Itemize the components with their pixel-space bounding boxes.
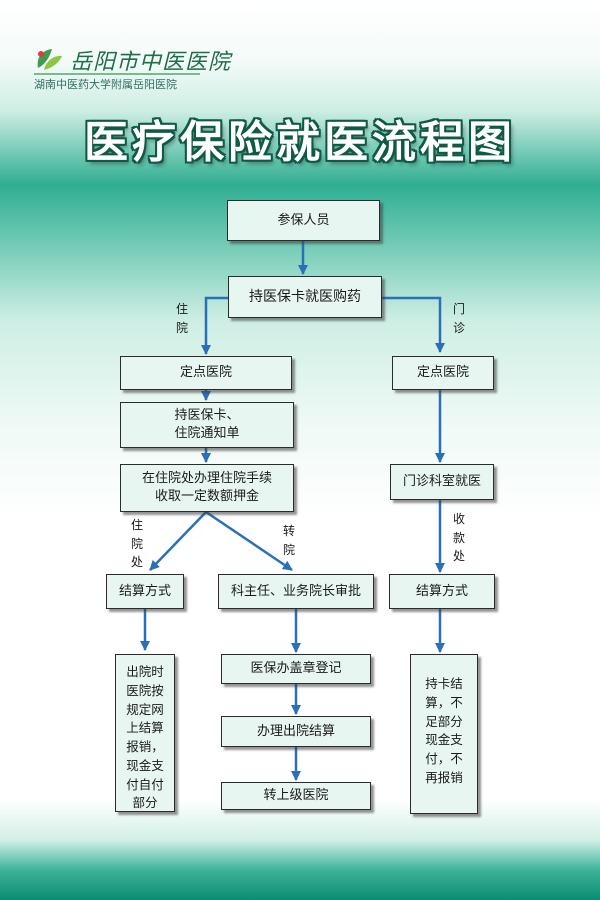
label-transfer: 转 院 <box>283 524 296 557</box>
node-card-settlement: 持卡结 算，不 足部分 现金支 付，不 再报销 <box>410 654 478 814</box>
label-outpatient-branch: 门 诊 <box>453 302 466 335</box>
arrow-card-to-inpatient <box>201 296 228 355</box>
logo-divider <box>34 73 200 75</box>
logo-name: 岳阳市中医医院 <box>70 50 232 75</box>
node-designated-hospital-outpatient: 定点医院 <box>392 356 494 390</box>
node-settlement-outpatient: 结算方式 <box>389 574 495 609</box>
node-admission-deposit: 在住院处办理住院手续 收取一定数额押金 <box>120 464 294 512</box>
label-inpatient-office: 住 院 处 <box>131 518 144 570</box>
hospital-logo: 岳阳市中医医院 湖南中医药大学附属岳阳医院 <box>34 42 234 96</box>
node-outpatient-visit: 门诊科室就医 <box>390 464 494 500</box>
node-card-purchase: 持医保卡就医购药 <box>228 276 382 318</box>
node-insurance-registration: 医保办盖章登记 <box>221 654 371 684</box>
node-discharge-settlement: 办理出院结算 <box>221 716 371 747</box>
node-settlement-inpatient: 结算方式 <box>106 574 184 609</box>
page-title: 医疗保险就医流程图 <box>84 117 516 168</box>
node-card-and-notice: 持医保卡、 住院通知单 <box>120 402 294 448</box>
node-discharge-online: 出院时 医院按 规定网 上结算 报销， 现金支 付自付 部分 <box>115 654 175 812</box>
node-insured: 参保人员 <box>227 200 380 241</box>
logo-subtitle: 湖南中医药大学附属岳阳医院 <box>34 78 177 91</box>
label-cashier: 收 款 处 <box>453 512 466 564</box>
arrow-card-to-outpatient <box>382 296 445 353</box>
node-director-approval: 科主任、业务院长审批 <box>218 574 374 609</box>
arrow-deposit-to-settlement <box>149 511 207 571</box>
node-designated-hospital-inpatient: 定点医院 <box>120 356 292 390</box>
label-inpatient-branch: 住 院 <box>176 302 189 335</box>
node-transfer-upper: 转上级医院 <box>221 782 371 810</box>
arrow-deposit-to-approval <box>205 510 293 572</box>
leaf-logo-icon <box>37 49 62 70</box>
